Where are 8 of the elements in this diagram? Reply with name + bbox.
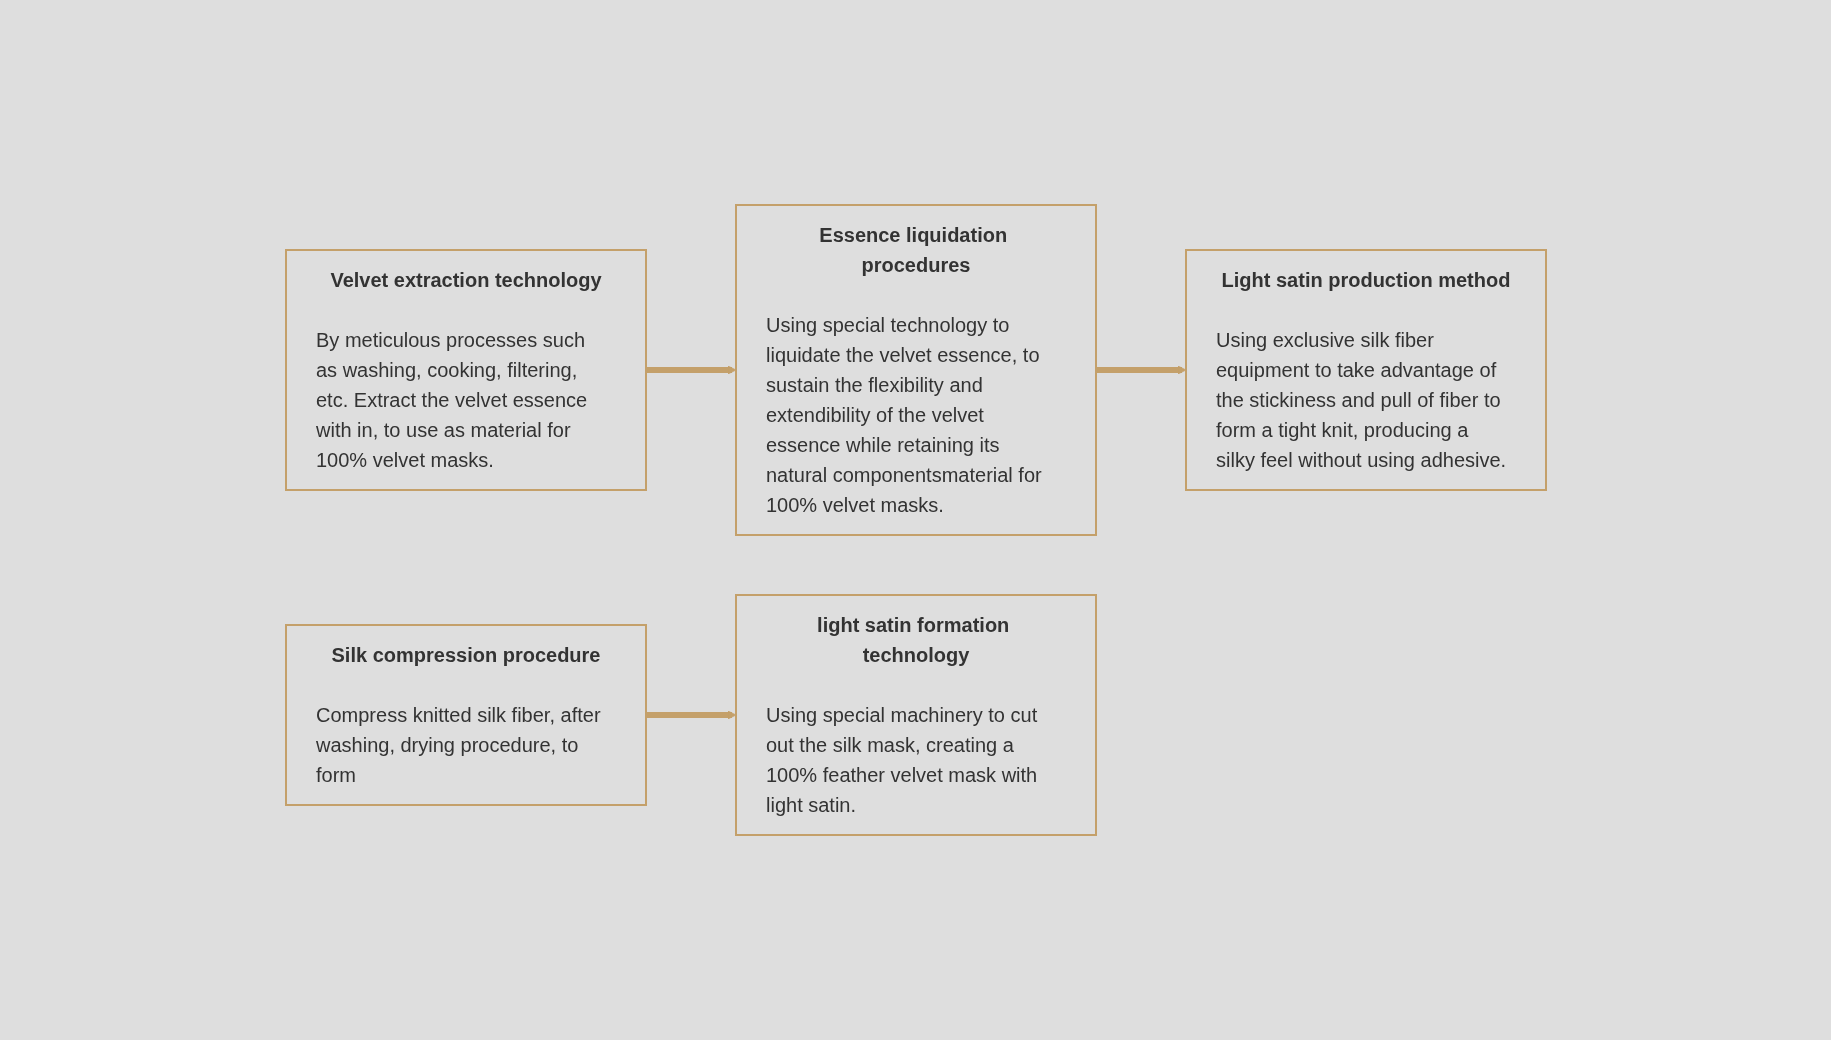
node-box xyxy=(734,594,1097,836)
node-box xyxy=(284,624,647,806)
arrow xyxy=(1095,365,1186,375)
node-box xyxy=(734,204,1097,536)
node-box xyxy=(284,249,647,491)
arrow xyxy=(645,710,736,720)
node-box xyxy=(1184,249,1547,491)
arrow xyxy=(645,365,736,375)
